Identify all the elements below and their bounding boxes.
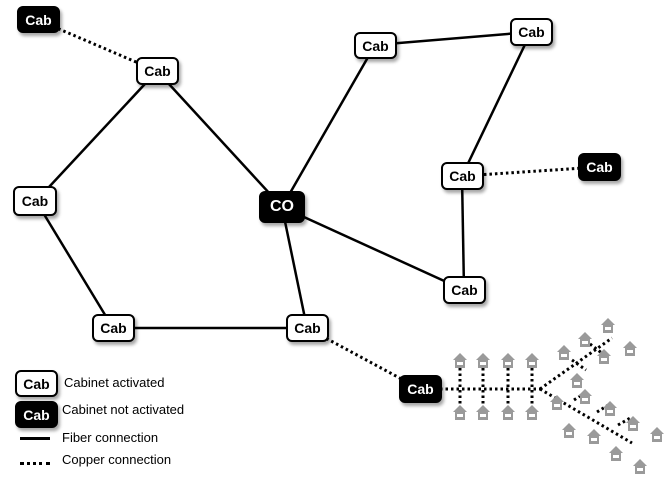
house-icon bbox=[476, 353, 490, 368]
cabinet-node-inactive: Cab bbox=[578, 153, 621, 181]
copper-line bbox=[539, 336, 613, 391]
legend-activated-swatch: Cab bbox=[15, 370, 58, 397]
house-icon bbox=[550, 395, 564, 410]
house-icon bbox=[557, 345, 571, 360]
legend-copper-label: Copper connection bbox=[62, 452, 172, 467]
fiber-connections bbox=[34, 30, 533, 330]
cabinet-node-active: Cab bbox=[354, 32, 397, 59]
cabinet-node-inactive: Cab bbox=[399, 375, 442, 403]
house-icon bbox=[525, 353, 539, 368]
house-icon bbox=[609, 446, 623, 461]
house-icon bbox=[578, 389, 592, 404]
cabinet-node-active: Cab bbox=[13, 186, 57, 216]
cabinet-node-active: Cab bbox=[286, 314, 329, 342]
house-icon bbox=[501, 405, 515, 420]
house-icon bbox=[578, 332, 592, 347]
house-icon bbox=[501, 353, 515, 368]
fiber-line bbox=[374, 30, 532, 47]
houses-cluster bbox=[453, 318, 664, 474]
copper-line bbox=[571, 358, 587, 372]
fiber-line bbox=[156, 70, 283, 208]
legend-fiber-label: Fiber connection bbox=[62, 430, 159, 445]
legend-activated-label: Cabinet activated bbox=[64, 375, 165, 390]
legend-copper-line bbox=[20, 462, 50, 465]
fiber-line bbox=[280, 44, 377, 208]
central-office-node: CO bbox=[259, 191, 305, 223]
cabinet-node-active: Cab bbox=[92, 314, 135, 342]
house-icon bbox=[525, 405, 539, 420]
house-icon bbox=[626, 416, 640, 431]
cabinet-node-active: Cab bbox=[443, 276, 486, 304]
house-icon bbox=[453, 405, 467, 420]
fiber-line bbox=[280, 206, 309, 329]
fiber-line bbox=[34, 200, 115, 329]
house-icon bbox=[623, 341, 637, 356]
fiber-line bbox=[281, 205, 465, 292]
house-icon bbox=[597, 349, 611, 364]
cabinet-node-active: Cab bbox=[136, 57, 179, 85]
legend-fiber-line bbox=[20, 437, 50, 440]
fiber-line bbox=[460, 175, 466, 291]
copper-line bbox=[617, 415, 633, 427]
cabinet-node-active: Cab bbox=[510, 18, 553, 46]
cabinet-node-inactive: Cab bbox=[17, 6, 60, 33]
house-icon bbox=[570, 373, 584, 388]
house-icon bbox=[587, 429, 601, 444]
house-icon bbox=[562, 423, 576, 438]
legend-inactive-label: Cabinet not activated bbox=[62, 402, 185, 417]
house-icon bbox=[603, 401, 617, 416]
house-icon bbox=[476, 405, 490, 420]
house-icon bbox=[453, 353, 467, 368]
house-icon bbox=[650, 427, 664, 442]
house-icon bbox=[633, 459, 647, 474]
house-icon bbox=[601, 318, 615, 333]
cabinet-node-active: Cab bbox=[441, 162, 484, 190]
copper-line bbox=[461, 165, 600, 178]
legend-inactive-swatch: Cab bbox=[15, 401, 58, 428]
fiber-line bbox=[460, 31, 533, 177]
fiber-line bbox=[35, 70, 158, 202]
